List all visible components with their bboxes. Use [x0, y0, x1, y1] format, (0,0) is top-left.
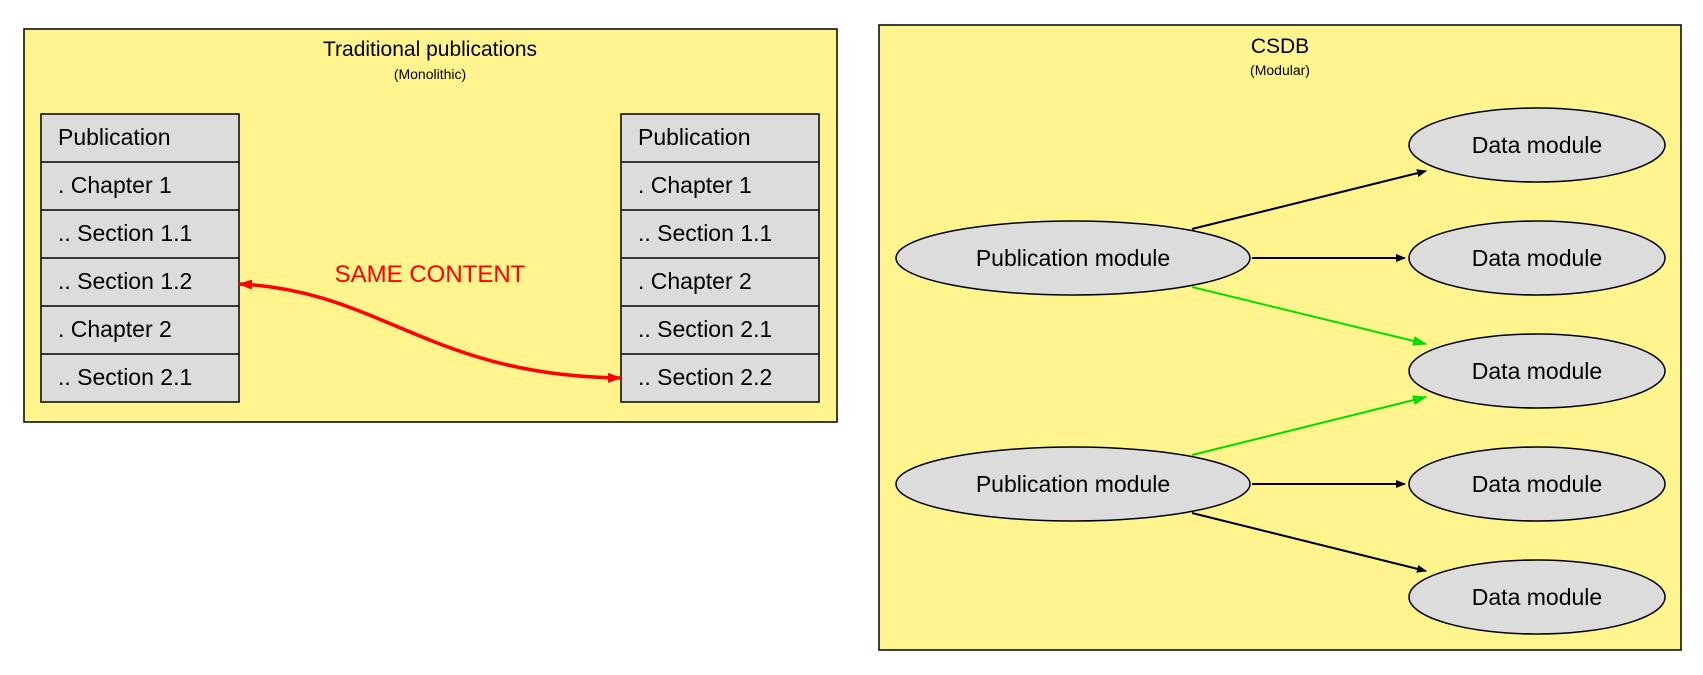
right-record-field: Publication	[638, 124, 751, 150]
right-record-field: . Chapter 1	[638, 172, 752, 198]
csdb-cluster-title: CSDB	[1251, 35, 1309, 58]
left-record-field: .. Section 2.1	[58, 364, 192, 390]
data-module-node: Data module	[1408, 107, 1666, 183]
same-content-link	[238, 279, 622, 383]
data-module-node: Data module	[1408, 446, 1666, 522]
left-record-field: .. Section 1.1	[58, 220, 192, 246]
right-publication-record: Publication . Chapter 1 .. Section 1.1 .…	[620, 113, 820, 403]
data-module-label: Data module	[1472, 471, 1602, 497]
data-module-label: Data module	[1472, 245, 1602, 271]
left-record-field: . Chapter 1	[58, 172, 172, 198]
right-record-field: . Chapter 2	[638, 268, 752, 294]
edge-pm2-dm3	[1191, 395, 1427, 456]
data-module-node: Data module	[1408, 333, 1666, 409]
edge-pm1-dm1	[1191, 169, 1427, 230]
left-record-field: Publication	[58, 124, 171, 150]
publication-module-node: Publication module	[895, 446, 1251, 522]
csdb-edges	[1191, 169, 1427, 573]
data-module-label: Data module	[1472, 132, 1602, 158]
data-module-node: Data module	[1408, 220, 1666, 296]
left-record-field: . Chapter 2	[58, 316, 172, 342]
left-publication-record: Publication . Chapter 1 .. Section 1.1 .…	[40, 113, 240, 403]
traditional-cluster-subtitle: (Monolithic)	[394, 66, 466, 82]
traditional-publications-cluster: Traditional publications (Monolithic) Pu…	[23, 28, 838, 423]
csdb-cluster: CSDB (Modular) Publication module Public…	[878, 24, 1682, 651]
right-record-field: .. Section 2.2	[638, 364, 772, 390]
data-module-label: Data module	[1472, 358, 1602, 384]
csdb-cluster-subtitle: (Modular)	[1250, 62, 1310, 78]
same-content-label: SAME CONTENT	[335, 261, 526, 288]
right-record-field: .. Section 2.1	[638, 316, 772, 342]
publication-module-label: Publication module	[976, 245, 1170, 271]
data-module-node: Data module	[1408, 559, 1666, 635]
edge-pm1-dm3	[1191, 286, 1427, 346]
right-record-field: .. Section 1.1	[638, 220, 772, 246]
data-module-label: Data module	[1472, 584, 1602, 610]
edge-pm2-dm5	[1191, 512, 1427, 573]
left-record-field: .. Section 1.2	[58, 268, 192, 294]
publication-module-label: Publication module	[976, 471, 1170, 497]
traditional-cluster-title: Traditional publications	[323, 38, 537, 61]
publication-module-node: Publication module	[895, 220, 1251, 296]
